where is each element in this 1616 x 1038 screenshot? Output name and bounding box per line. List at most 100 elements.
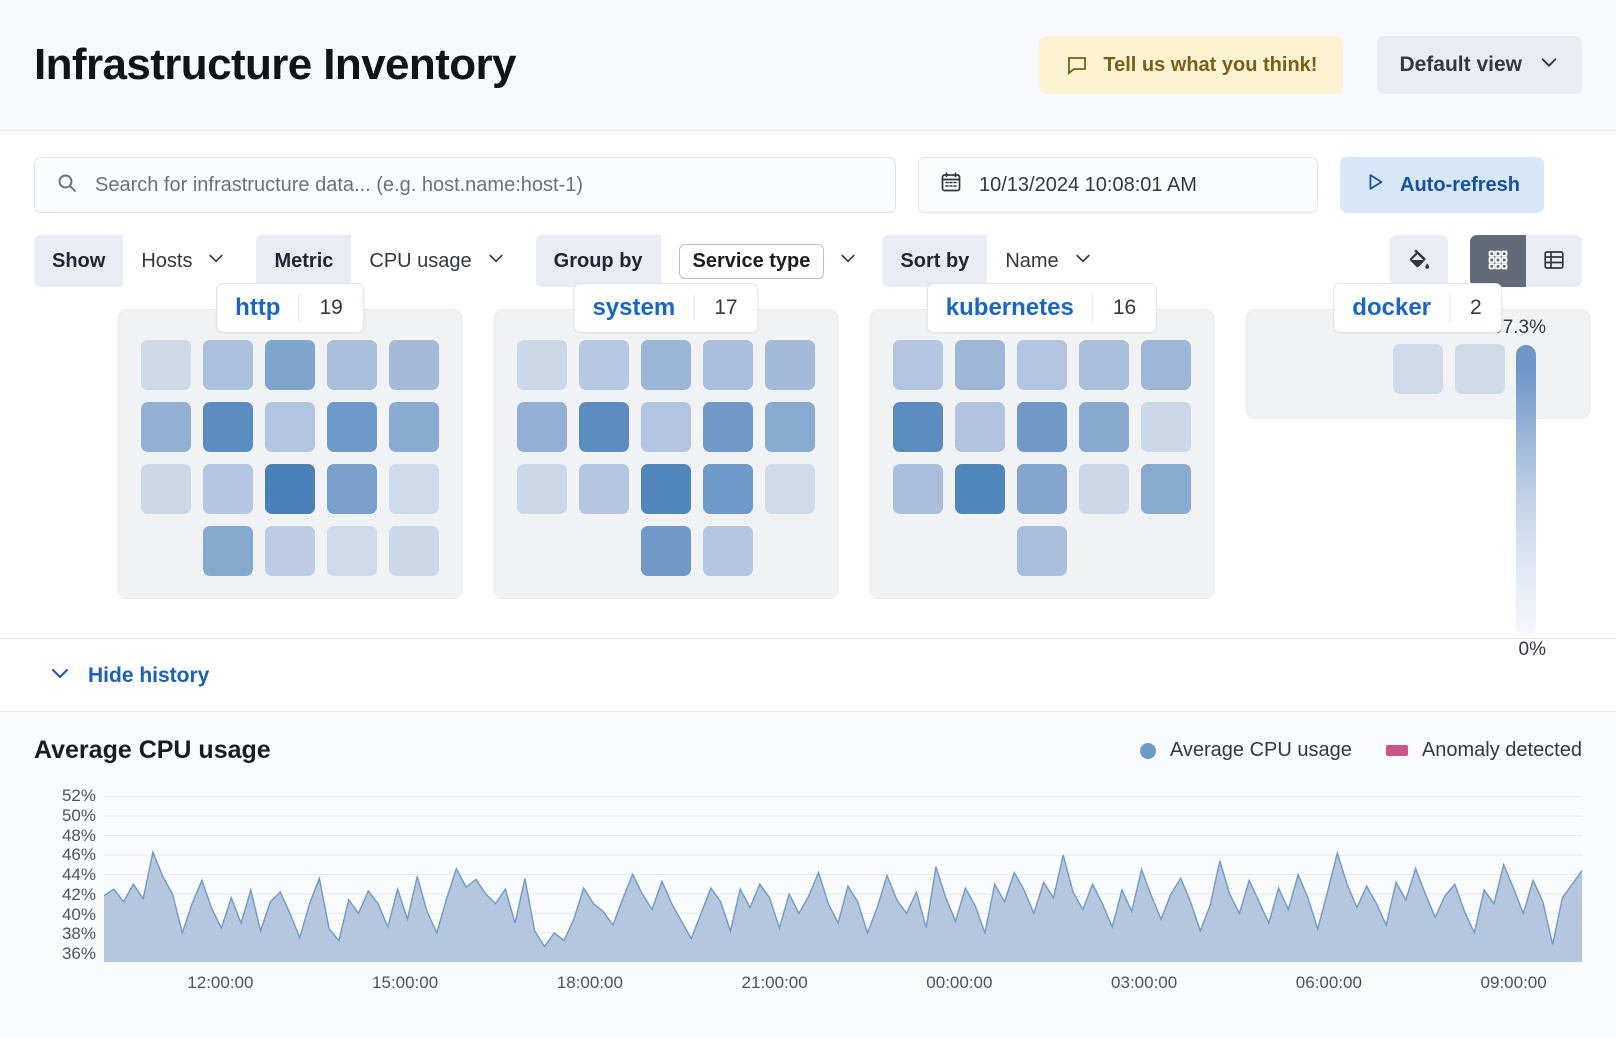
host-tile[interactable] [1079, 402, 1129, 452]
grid-view-toggle[interactable] [1470, 235, 1526, 287]
host-tile[interactable] [579, 402, 629, 452]
host-tile[interactable] [265, 464, 315, 514]
host-tile[interactable] [141, 402, 191, 452]
host-tile[interactable] [1141, 402, 1191, 452]
host-tile[interactable] [641, 464, 691, 514]
palette-button[interactable] [1390, 235, 1448, 287]
legend-item-average-cpu-usage[interactable]: Average CPU usage [1139, 739, 1352, 762]
host-tile[interactable] [1017, 340, 1067, 390]
badge-divider [693, 294, 695, 322]
table-view-toggle[interactable] [1526, 235, 1582, 287]
group-name: system [592, 294, 676, 321]
host-tile[interactable] [389, 402, 439, 452]
datepicker-field[interactable]: 10/13/2024 10:08:01 AM [918, 157, 1318, 213]
host-tile[interactable] [765, 402, 815, 452]
legend-item-anomaly-detected[interactable]: Anomaly detected [1385, 739, 1582, 762]
filter-show[interactable]: Show Hosts [34, 235, 243, 287]
host-tile[interactable] [265, 402, 315, 452]
host-tile[interactable] [265, 526, 315, 576]
hide-history-toggle[interactable]: Hide history [0, 639, 1616, 712]
host-tile[interactable] [641, 526, 691, 576]
host-tile[interactable] [203, 526, 253, 576]
search-input[interactable] [95, 173, 875, 197]
host-tile[interactable] [893, 340, 943, 390]
chart-line [104, 852, 1582, 946]
host-tile[interactable] [765, 464, 815, 514]
host-tile[interactable] [389, 526, 439, 576]
comment-icon [1065, 53, 1089, 77]
host-tile[interactable] [641, 340, 691, 390]
host-tile[interactable] [327, 340, 377, 390]
host-tile[interactable] [389, 340, 439, 390]
host-tile[interactable] [955, 340, 1005, 390]
filter-group-by-value-text: Service type [678, 243, 825, 279]
host-tile[interactable] [765, 340, 815, 390]
host-tile[interactable] [327, 526, 377, 576]
filter-group-by-value[interactable]: Service type [660, 235, 869, 287]
host-tile[interactable] [517, 464, 567, 514]
host-tile[interactable] [1141, 340, 1191, 390]
host-tile[interactable] [1017, 402, 1067, 452]
chevron-down-icon [838, 248, 858, 274]
host-tile[interactable] [1079, 340, 1129, 390]
feedback-label: Tell us what you think! [1103, 53, 1318, 76]
legend-min-label: 0% [1518, 639, 1546, 660]
search-icon [55, 171, 79, 200]
y-axis-tick: 36% [61, 944, 96, 963]
filter-sort-by-label: Sort by [882, 235, 988, 287]
host-tile[interactable] [703, 402, 753, 452]
host-tile[interactable] [1017, 526, 1067, 576]
filter-metric[interactable]: Metric CPU usage [256, 235, 522, 287]
host-tile[interactable] [327, 464, 377, 514]
legend-marker-circle [1139, 742, 1156, 759]
host-tile[interactable] [141, 340, 191, 390]
y-axis-tick: 38% [61, 924, 96, 944]
auto-refresh-button[interactable]: Auto-refresh [1340, 157, 1545, 213]
filter-show-value[interactable]: Hosts [123, 235, 243, 287]
host-tile[interactable] [703, 526, 753, 576]
chart-plot[interactable] [104, 787, 1582, 962]
host-tile[interactable] [893, 402, 943, 452]
filter-metric-label: Metric [256, 235, 352, 287]
host-tile[interactable] [265, 340, 315, 390]
host-tile[interactable] [517, 402, 567, 452]
host-tile[interactable] [203, 464, 253, 514]
host-tile[interactable] [1455, 344, 1505, 394]
host-tile[interactable] [579, 464, 629, 514]
page-header: Infrastructure Inventory Tell us what yo… [0, 0, 1616, 131]
host-tile[interactable] [203, 340, 253, 390]
host-tile[interactable] [641, 402, 691, 452]
host-tile[interactable] [389, 464, 439, 514]
host-tile[interactable] [141, 464, 191, 514]
host-tile[interactable] [1079, 464, 1129, 514]
host-tile[interactable] [517, 340, 567, 390]
host-tile[interactable] [579, 340, 629, 390]
y-axis-tick: 42% [61, 884, 96, 904]
host-tile[interactable] [893, 464, 943, 514]
host-tile[interactable] [1017, 464, 1067, 514]
x-axis-tick: 21:00:00 [741, 973, 808, 992]
host-tile[interactable] [203, 402, 253, 452]
x-axis-tick: 15:00:00 [372, 973, 439, 992]
color-scale-legend: 97.3% 0% [1438, 317, 1548, 661]
host-tile[interactable] [327, 402, 377, 452]
filter-show-value-text: Hosts [141, 249, 193, 272]
filter-sort-by-value[interactable]: Name [987, 235, 1109, 287]
host-tile[interactable] [1141, 464, 1191, 514]
view-selector-button[interactable]: Default view [1377, 36, 1582, 94]
y-axis-tick: 48% [61, 825, 96, 845]
host-tile[interactable] [703, 340, 753, 390]
host-tile[interactable] [955, 402, 1005, 452]
host-tile[interactable] [955, 464, 1005, 514]
host-tile[interactable] [703, 464, 753, 514]
filter-metric-value[interactable]: CPU usage [351, 235, 522, 287]
host-tile[interactable] [1393, 344, 1443, 394]
filter-group-by[interactable]: Group by Service type [535, 235, 869, 287]
search-box[interactable] [34, 157, 896, 213]
feedback-button[interactable]: Tell us what you think! [1039, 36, 1344, 94]
filter-sort-by[interactable]: Sort by Name [882, 235, 1109, 287]
